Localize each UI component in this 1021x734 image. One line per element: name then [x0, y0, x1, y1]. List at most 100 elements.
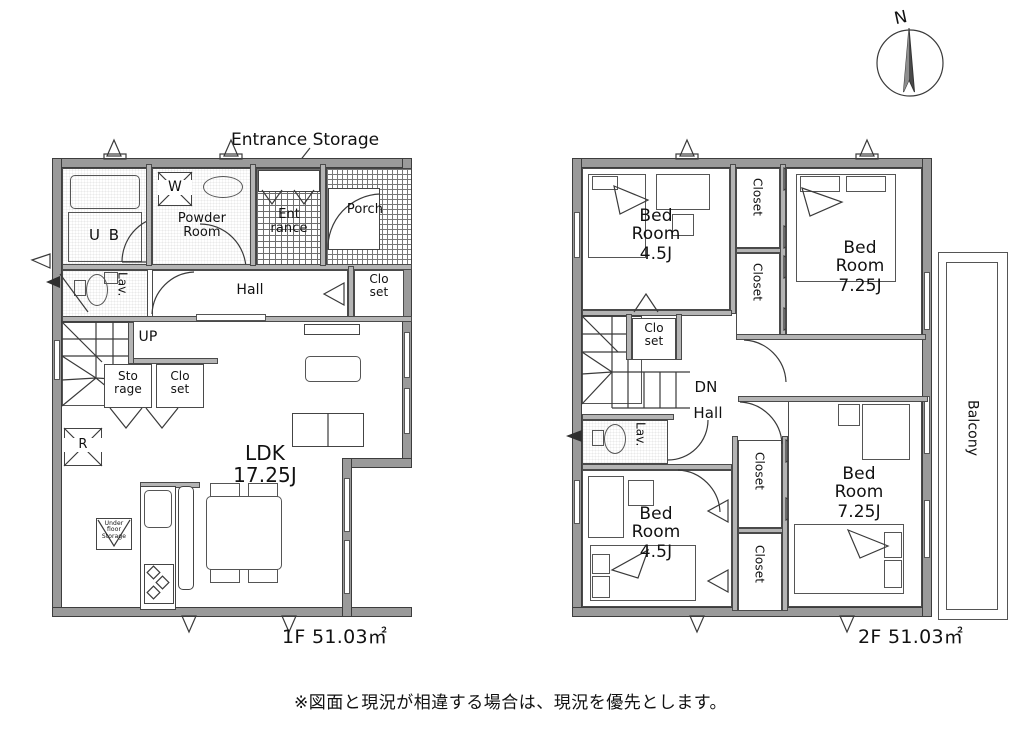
- exterior-wall-south: [52, 607, 412, 617]
- bedroom-nw-area: 4.5J: [639, 244, 673, 264]
- toilet-sink-shape: [104, 272, 118, 284]
- closet-n2-label: Closet: [750, 263, 765, 301]
- closet-south-lower: [738, 533, 782, 611]
- toilet-bowl-shape: [86, 274, 108, 306]
- bedroom-sw-area: 4.5J: [639, 542, 673, 562]
- interior-wall-stair-closet-l: [626, 314, 632, 360]
- interior-wall-lav2-bottom: [582, 464, 732, 470]
- toilet-bowl-shape: [604, 424, 626, 454]
- stair-closet-label: Clo set: [644, 321, 664, 349]
- ldk-closet-label: Clo set: [170, 369, 190, 397]
- balcony-label: Balcony: [964, 400, 981, 457]
- under-floor-storage: [96, 518, 132, 550]
- bedroom-south-west: [582, 470, 732, 607]
- disclaimer-text: ※図面と現況が相違する場合は、現況を優先とします。: [293, 693, 728, 713]
- window-west-1: [54, 340, 60, 380]
- pillow-shape: [846, 176, 886, 192]
- lavatory-label: Lav.: [115, 272, 130, 297]
- exterior-wall-east-2f: [922, 158, 932, 617]
- interior-wall-powder-ent: [250, 164, 256, 266]
- hall-label: Hall: [236, 282, 264, 298]
- interior-wall-sw-closet: [732, 436, 738, 611]
- closet-north-upper: [736, 168, 780, 248]
- balcony-outer: [938, 252, 1008, 620]
- bath-floor-shape: [68, 212, 142, 262]
- pillow-shape: [592, 576, 610, 598]
- window-east-3: [344, 478, 350, 532]
- unit-bath-label: U B: [88, 226, 122, 244]
- window-east-2: [404, 388, 410, 434]
- desk-shape: [862, 404, 910, 460]
- stairs-up-label: UP: [138, 329, 158, 345]
- entrance-storage-annotation: Entrance Storage: [231, 130, 380, 150]
- interior-wall-stair-closet-r: [676, 314, 682, 360]
- balcony-door-2: [924, 396, 930, 454]
- interior-wall-stair-side: [128, 322, 134, 364]
- bed-shape: [590, 545, 696, 601]
- lavatory-2f: [582, 420, 668, 464]
- bedroom-nw-label: Bed Room: [631, 206, 681, 244]
- interior-wall-se-closet: [782, 436, 788, 611]
- coffee-table-shape: [305, 356, 361, 382]
- toilet-tank-shape: [74, 280, 86, 296]
- bedroom-se-area: 7.25J: [837, 502, 881, 522]
- stair-closet: [632, 318, 676, 360]
- bedroom-sw-label: Bed Room: [631, 504, 681, 542]
- bed-shape: [588, 174, 646, 258]
- floor-2-plan: Balcony Bed Room 4.5J Closet Closet Bed …: [566, 138, 1008, 648]
- kitchen-sink: [144, 490, 172, 528]
- bed-shape: [796, 174, 896, 282]
- kitchen-island-edge: [178, 486, 194, 590]
- interior-wall-lav2-top: [582, 414, 674, 420]
- dining-table: [206, 496, 282, 570]
- interior-wall-nw-closet: [730, 164, 736, 314]
- ldk-label: LDK: [245, 441, 285, 465]
- hall-closet: [354, 270, 404, 318]
- bedroom-ne-area: 7.25J: [838, 276, 882, 296]
- hall-closet-label: Clo set: [369, 272, 389, 300]
- toilet-tank-shape: [592, 430, 604, 446]
- tv-stand-shape: [304, 324, 360, 335]
- hall-door-opening: [196, 314, 266, 321]
- pillow-shape: [592, 554, 610, 574]
- dining-chair: [210, 483, 240, 497]
- chair-shape: [628, 480, 654, 506]
- bedroom-south-east: [788, 398, 922, 607]
- lavatory-2f-label: Lav.: [633, 422, 648, 447]
- window-sw: [574, 480, 580, 524]
- pillow-shape: [800, 176, 840, 192]
- floor-1-plan: Entrance Storage U B W Powder Room: [0, 0, 520, 680]
- entrance-storage-closet: [258, 170, 320, 192]
- desk-shape: [588, 476, 624, 538]
- porch-label: Porch: [346, 202, 384, 217]
- storage-label: Sto rage: [114, 369, 142, 397]
- compass-rose: N: [862, 7, 958, 104]
- balcony-door-3: [924, 500, 930, 558]
- dining-chair: [248, 483, 278, 497]
- closet-south-upper: [738, 440, 782, 528]
- pillow-shape: [884, 560, 902, 588]
- interior-wall-se-north: [738, 396, 928, 402]
- floor-1-area-label: 1F 51.03㎡: [282, 626, 388, 648]
- pillow-shape: [592, 176, 618, 190]
- washer-label: W: [158, 180, 192, 195]
- closet-s1-label: Closet: [752, 452, 767, 490]
- entrance-label: Ent rance: [270, 207, 308, 236]
- closet-north-lower: [736, 253, 780, 335]
- interior-wall-ent-porch: [320, 164, 326, 266]
- bed-shape: [794, 524, 904, 594]
- window-east-1: [404, 332, 410, 378]
- dining-chair: [210, 569, 240, 583]
- closet-n1-label: Closet: [750, 178, 765, 216]
- ldk-area-label: 17.25J: [233, 463, 297, 487]
- dining-chair: [248, 569, 278, 583]
- vanity-sink-shape: [203, 176, 243, 198]
- desk-shape: [656, 174, 710, 210]
- bedroom-north-east: [786, 168, 922, 336]
- storage-closet: [104, 364, 152, 408]
- refrigerator-label: R: [64, 438, 102, 452]
- window-east-4: [344, 540, 350, 594]
- bedroom-ne-label: Bed Room: [835, 238, 885, 276]
- exterior-wall-east-lower: [342, 458, 352, 617]
